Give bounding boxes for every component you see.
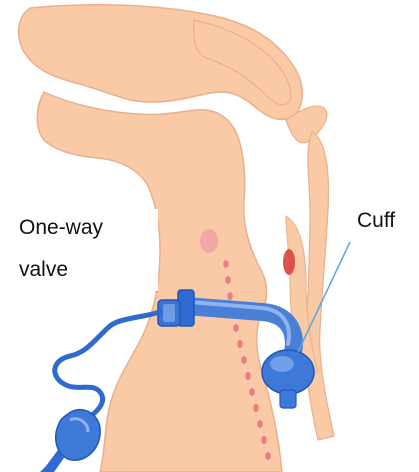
valve-label-line-2: valve [19,255,68,285]
pilot-balloon-icon [40,410,100,472]
valve-label-line-1: One-way [19,213,103,243]
vessel-shape [283,249,295,275]
cuff-label: Cuff [357,206,395,236]
cartilage-shape [200,229,218,253]
